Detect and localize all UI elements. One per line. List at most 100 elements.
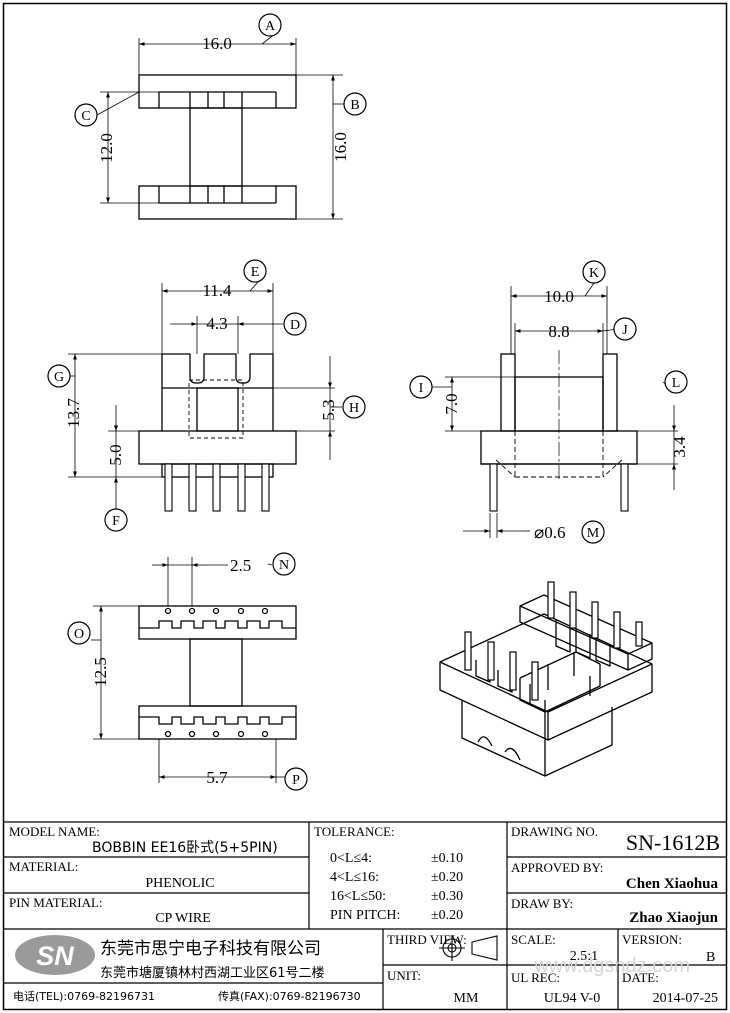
dim-B: 16.0 [331, 132, 350, 162]
callout-I: I [409, 375, 433, 399]
ul-rec-label: UL REC: [511, 970, 560, 985]
callout-K: K [582, 260, 606, 284]
callout-A: A [258, 13, 282, 37]
svg-text:H: H [349, 401, 359, 416]
dim-E: 11.4 [202, 281, 232, 300]
tolerance-value-2: ±0.20 [431, 870, 463, 885]
company-logo: SN [15, 935, 95, 975]
svg-text:O: O [74, 627, 84, 642]
callout-D: D [283, 312, 307, 336]
tolerance-range-2: 4<L≤16: [330, 870, 379, 885]
ul-rec-value: UL94 V-0 [544, 991, 600, 1006]
unit-label: UNIT: [387, 968, 421, 983]
svg-text:I: I [419, 381, 424, 396]
drawing-no: SN-1612B [626, 830, 720, 855]
dim-D: 4.3 [206, 314, 227, 333]
front-view-dims [68, 281, 342, 518]
drawing-no-label: DRAWING NO. [511, 824, 598, 839]
svg-text:E: E [251, 265, 260, 280]
svg-text:D: D [290, 318, 300, 333]
callout-E: E [243, 259, 267, 283]
scale-label: SCALE: [511, 932, 556, 947]
watermark: www.dgsndz.com [533, 955, 690, 977]
svg-text:F: F [112, 514, 120, 529]
dim-J: 8.8 [548, 322, 569, 341]
svg-text:K: K [589, 266, 599, 281]
isometric-pins [464, 581, 643, 701]
title-block-grid [4, 821, 726, 1009]
company-tel: 电话(TEL):0769-82196731 [13, 990, 155, 1003]
callout-F: F [104, 508, 128, 532]
dim-N: 2.5 [230, 556, 251, 575]
approved-by: Chen Xiaohua [626, 876, 719, 892]
scale-value: 2.5:1 [570, 949, 598, 964]
pin-material-label: PIN MATERIAL: [9, 895, 103, 910]
callout-O: O [67, 621, 91, 645]
tolerance-value-3: ±0.30 [431, 889, 463, 904]
dim-C: 12.0 [97, 133, 116, 163]
company-address: 东莞市塘厦镇林村西湖工业区61号二楼 [100, 965, 325, 981]
third-view-label: THIRD VIEW: [387, 932, 467, 947]
callout-M: M [581, 520, 605, 544]
drawn-by: Zhao Xiaojun [629, 910, 718, 926]
dim-P: 5.7 [206, 768, 228, 787]
dim-A: 16.0 [202, 34, 232, 53]
callout-J: J [613, 317, 637, 341]
top-view [138, 74, 297, 220]
pin-material-value: CP WIRE [155, 911, 211, 926]
svg-text:P: P [292, 773, 300, 788]
svg-text:SN: SN [36, 941, 74, 971]
date-value: 2014-07-25 [653, 991, 718, 1006]
side-view-dims [430, 282, 678, 538]
tolerance-label: TOLERANCE: [314, 824, 395, 839]
side-view-pins [489, 463, 629, 512]
bottom-view-pins [164, 607, 269, 738]
svg-text:C: C [81, 109, 90, 124]
third-angle-projection-icon [439, 935, 498, 961]
dim-H: 5.3 [319, 399, 338, 420]
bottom-view [138, 605, 297, 740]
tolerance-range-3: 16<L≤50: [330, 889, 386, 904]
front-view-pins [164, 463, 270, 512]
model-value: BOBBIN EE16卧式(5+5PIN) [92, 840, 278, 856]
front-view [138, 353, 297, 478]
bottom-view-dims [91, 557, 286, 783]
callout-P: P [284, 767, 308, 791]
dim-O: 12.5 [91, 657, 110, 687]
callout-C: C [74, 103, 98, 127]
tolerance-value-4: ±0.20 [431, 908, 463, 923]
svg-text:A: A [265, 19, 276, 34]
dim-I: 7.0 [442, 393, 461, 414]
svg-text:L: L [672, 376, 681, 391]
dim-M: ⌀0.6 [534, 523, 566, 542]
date-label: DATE: [622, 970, 659, 985]
top-view-dims [96, 33, 344, 220]
callout-N: N [272, 552, 296, 576]
version-label: VERSION: [622, 932, 682, 947]
dim-G: 13.7 [64, 398, 83, 428]
tolerance-range-4: PIN PITCH: [330, 908, 400, 923]
callout-L: L [664, 370, 688, 394]
material-label: MATERIAL: [9, 859, 78, 874]
svg-text:G: G [54, 370, 64, 385]
tolerance-range-1: 0<L≤4: [330, 851, 372, 866]
tolerance-value-1: ±0.10 [431, 851, 463, 866]
svg-text:J: J [622, 323, 628, 338]
svg-text:B: B [350, 98, 359, 113]
dim-F: 5.0 [106, 444, 125, 465]
dim-K: 10.0 [544, 287, 574, 306]
model-label: MODEL NAME: [9, 824, 100, 839]
callout-B: B [343, 92, 367, 116]
material-value: PHENOLIC [145, 876, 214, 891]
approved-label: APPROVED BY: [511, 860, 603, 875]
company-name: 东莞市思宁电子科技有限公司 [100, 939, 321, 959]
company-fax: 传真(FAX):0769-82196730 [218, 989, 361, 1003]
svg-text:M: M [587, 526, 600, 541]
unit-value: MM [454, 991, 479, 1006]
callout-G: G [47, 364, 71, 388]
version-value: B [706, 950, 715, 965]
dim-L: 3.4 [670, 436, 689, 458]
drawn-label: DRAW BY: [511, 896, 573, 911]
